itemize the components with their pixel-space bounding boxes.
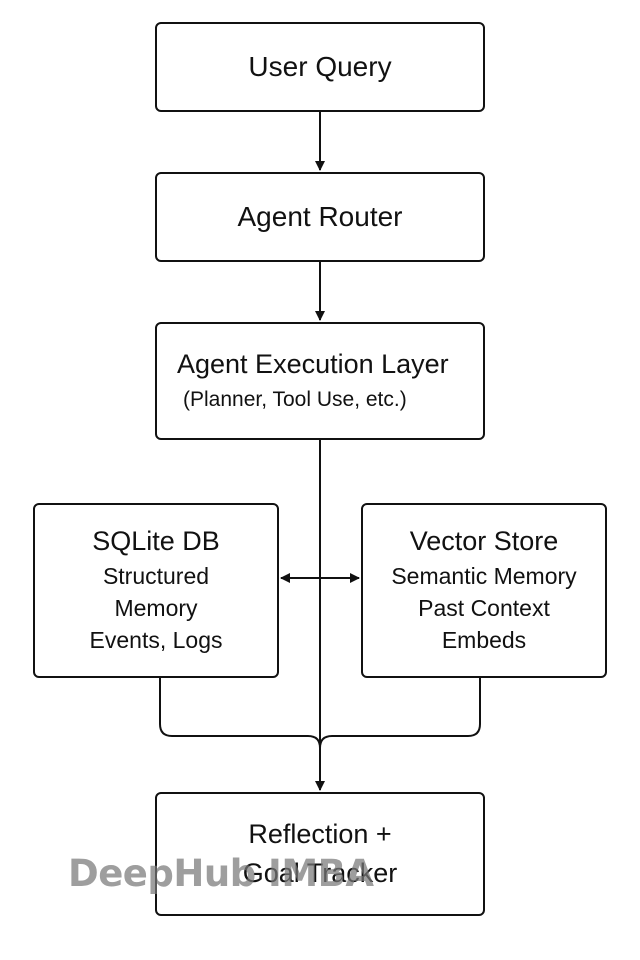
node-reflection-goal-tracker: Reflection + Goal Tracker (155, 792, 485, 916)
edge-vector-merge (319, 678, 481, 749)
node-vector-line-2: Past Context (418, 595, 550, 621)
node-execution-layer: Agent Execution Layer (Planner, Tool Use… (155, 322, 485, 440)
node-sqlite-db: SQLite DB Structured Memory Events, Logs (33, 503, 279, 678)
node-execution-layer-title: Agent Execution Layer (177, 348, 449, 379)
node-vector-store: Vector Store Semantic Memory Past Contex… (361, 503, 607, 678)
node-sqlite-line-2: Memory (114, 595, 198, 621)
node-user-query-label: User Query (248, 51, 392, 82)
node-reflection-line-1: Reflection + (248, 819, 392, 849)
node-sqlite-line-3: Events, Logs (89, 627, 223, 653)
node-reflection-line-2: Goal Tracker (242, 858, 398, 888)
node-user-query: User Query (155, 22, 485, 112)
node-vector-title: Vector Store (409, 526, 559, 556)
node-execution-layer-subtitle: (Planner, Tool Use, etc.) (183, 387, 407, 411)
node-vector-line-1: Semantic Memory (391, 563, 577, 589)
edge-sqlite-merge (159, 678, 321, 749)
node-sqlite-title: SQLite DB (92, 526, 220, 556)
node-agent-router-label: Agent Router (237, 201, 403, 232)
node-vector-line-3: Embeds (441, 627, 527, 653)
node-sqlite-line-1: Structured (102, 563, 210, 589)
node-agent-router: Agent Router (155, 172, 485, 262)
